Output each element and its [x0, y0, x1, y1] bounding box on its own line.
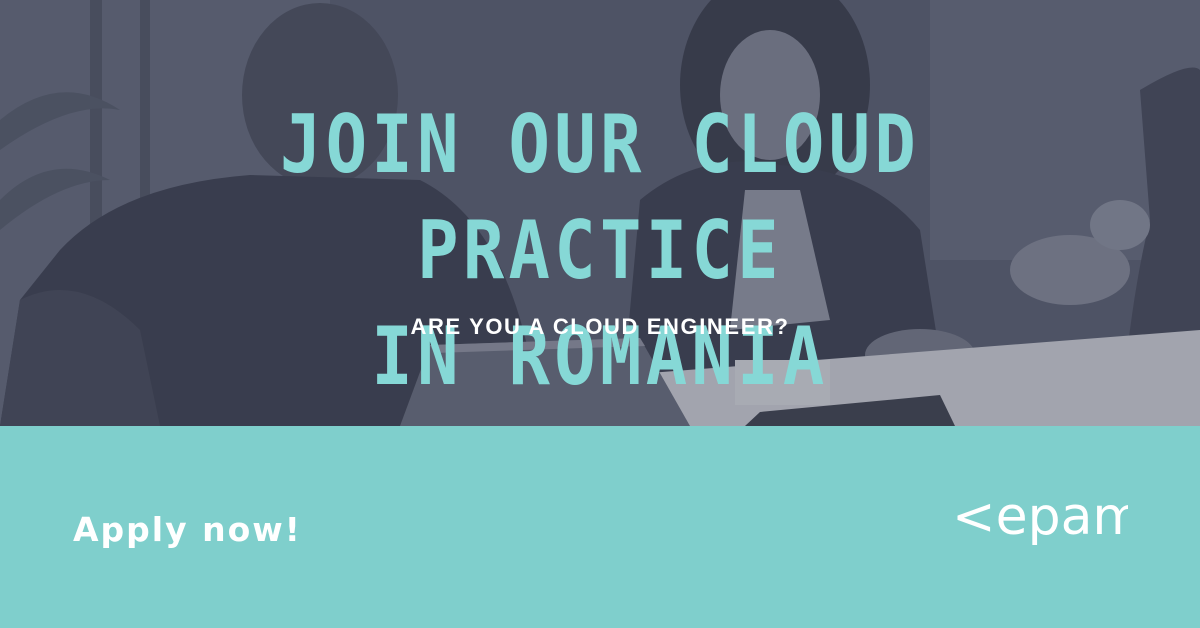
headline-line-2: IN ROMANIA [371, 310, 829, 403]
footer-section: Apply now! <epam> [0, 426, 1200, 628]
epam-logo-text: <epam> [952, 488, 1128, 547]
headline: JOIN OUR CLOUD PRACTICE IN ROMANIA [84, 92, 1116, 410]
headline-line-1: JOIN OUR CLOUD PRACTICE [279, 98, 921, 297]
apply-now-button[interactable]: Apply now! [73, 510, 302, 549]
subheadline: ARE YOU A CLOUD ENGINEER? [410, 314, 790, 339]
epam-logo: <epam> [952, 488, 1128, 547]
hero-section: JOIN OUR CLOUD PRACTICE IN ROMANIA ARE Y… [0, 0, 1200, 426]
office-meeting-photo [0, 0, 1200, 426]
